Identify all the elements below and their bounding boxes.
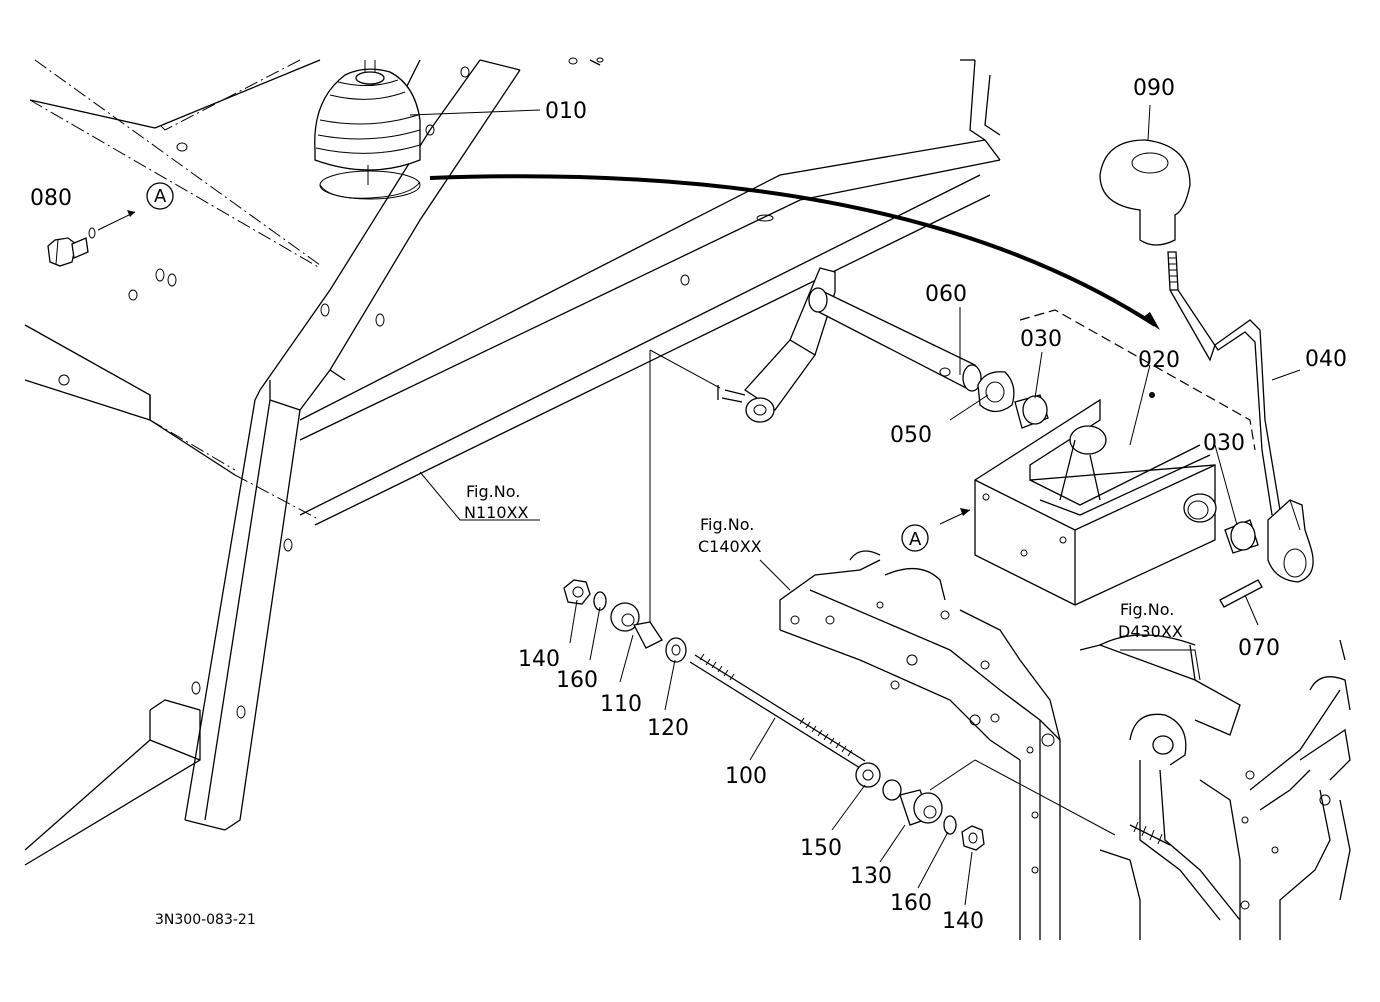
label-150: 150 [800, 836, 842, 861]
shift-lever-assembly [1099, 139, 1314, 583]
fig-ref-n110-code: N110XX [464, 503, 528, 522]
shift-rod-assembly [563, 349, 1116, 851]
label-160-left: 160 [556, 668, 598, 693]
label-010: 010 [545, 99, 587, 124]
label-140-right: 140 [942, 909, 984, 934]
drawing-number: 3N300-083-21 [155, 912, 256, 928]
lever-bracket [901, 309, 1256, 606]
label-070: 070 [1238, 636, 1280, 661]
fig-ref-d430-prefix: Fig.No. [1120, 600, 1174, 619]
assembly-arrowhead [1142, 312, 1160, 330]
figure-references: Fig.No. N110XX Fig.No. C140XX Fig.No. D4… [464, 482, 1183, 641]
label-080: 080 [30, 186, 72, 211]
label-100: 100 [725, 764, 767, 789]
shift-boot [314, 60, 421, 200]
label-110: 110 [600, 692, 642, 717]
part-labels: 010 020 030 030 040 050 060 070 080 090 … [30, 76, 1347, 934]
fig-ref-n110-prefix: Fig.No. [466, 482, 520, 501]
label-160-right: 160 [890, 891, 932, 916]
marker-a-bolt: A [154, 186, 167, 207]
fig-ref-c140-code: C140XX [698, 537, 762, 556]
fig-ref-d430-code: D430XX [1118, 622, 1183, 641]
bolt-080 [47, 182, 174, 267]
label-030-top: 030 [1020, 327, 1062, 352]
leader-lines [409, 104, 1301, 906]
label-060: 060 [925, 282, 967, 307]
label-020: 020 [1138, 348, 1180, 373]
label-030-right: 030 [1203, 431, 1245, 456]
label-050: 050 [890, 423, 932, 448]
shift-arm-assembly [717, 267, 1263, 608]
assembly-arrow [429, 174, 1157, 327]
vehicle-frame [24, 57, 1001, 866]
fig-ref-c140-prefix: Fig.No. [700, 515, 754, 534]
label-120: 120 [647, 716, 689, 741]
label-090: 090 [1133, 76, 1175, 101]
marker-a-bracket: A [909, 529, 922, 550]
label-130: 130 [850, 864, 892, 889]
label-140-left: 140 [518, 647, 560, 672]
transmission-housing [779, 550, 1351, 940]
label-040: 040 [1305, 347, 1347, 372]
